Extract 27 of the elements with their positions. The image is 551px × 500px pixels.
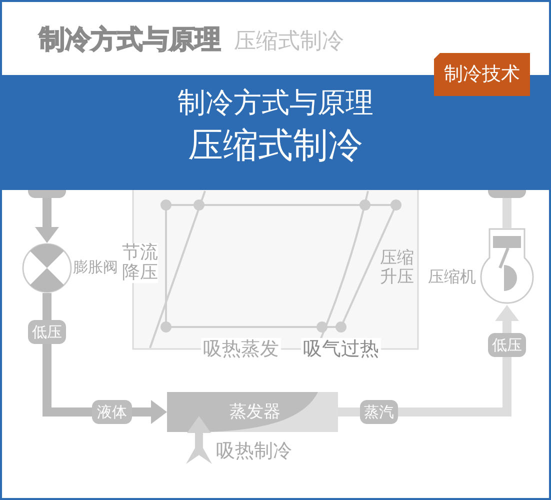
header-subtitle: 压缩式制冷	[234, 29, 344, 56]
state-pill	[28, 190, 66, 198]
flow-arrow	[132, 400, 167, 424]
category-tag: 制冷技术	[434, 53, 530, 96]
component-label: 压缩机	[428, 267, 476, 286]
state-pill	[488, 190, 526, 198]
state-pill: 液体	[92, 400, 132, 424]
flow-line	[398, 357, 512, 416]
evaporator-block	[167, 392, 338, 432]
unit-label: 蒸发器	[228, 402, 282, 422]
flow-arrow	[495, 305, 519, 333]
compressor-drawing	[480, 228, 534, 305]
flow-line	[42, 344, 92, 416]
expansion-valve-symbol	[22, 243, 72, 293]
page-title: 制冷方式与原理	[39, 25, 221, 56]
banner-subtitle: 压缩式制冷	[187, 125, 364, 167]
flow-line	[338, 408, 360, 416]
flow-line	[42, 293, 52, 320]
banner-title: 制冷方式与原理	[176, 86, 374, 120]
flow-arrow	[35, 198, 59, 243]
component-label: 膨胀阀	[73, 258, 118, 276]
state-pill: 低压	[488, 333, 526, 357]
state-pill: 蒸汽	[360, 400, 398, 424]
flow-line	[502, 198, 512, 228]
process-label: 节流降压	[122, 243, 158, 283]
state-pill: 低压	[28, 320, 66, 344]
component-label: 吸热制冷	[216, 440, 292, 463]
